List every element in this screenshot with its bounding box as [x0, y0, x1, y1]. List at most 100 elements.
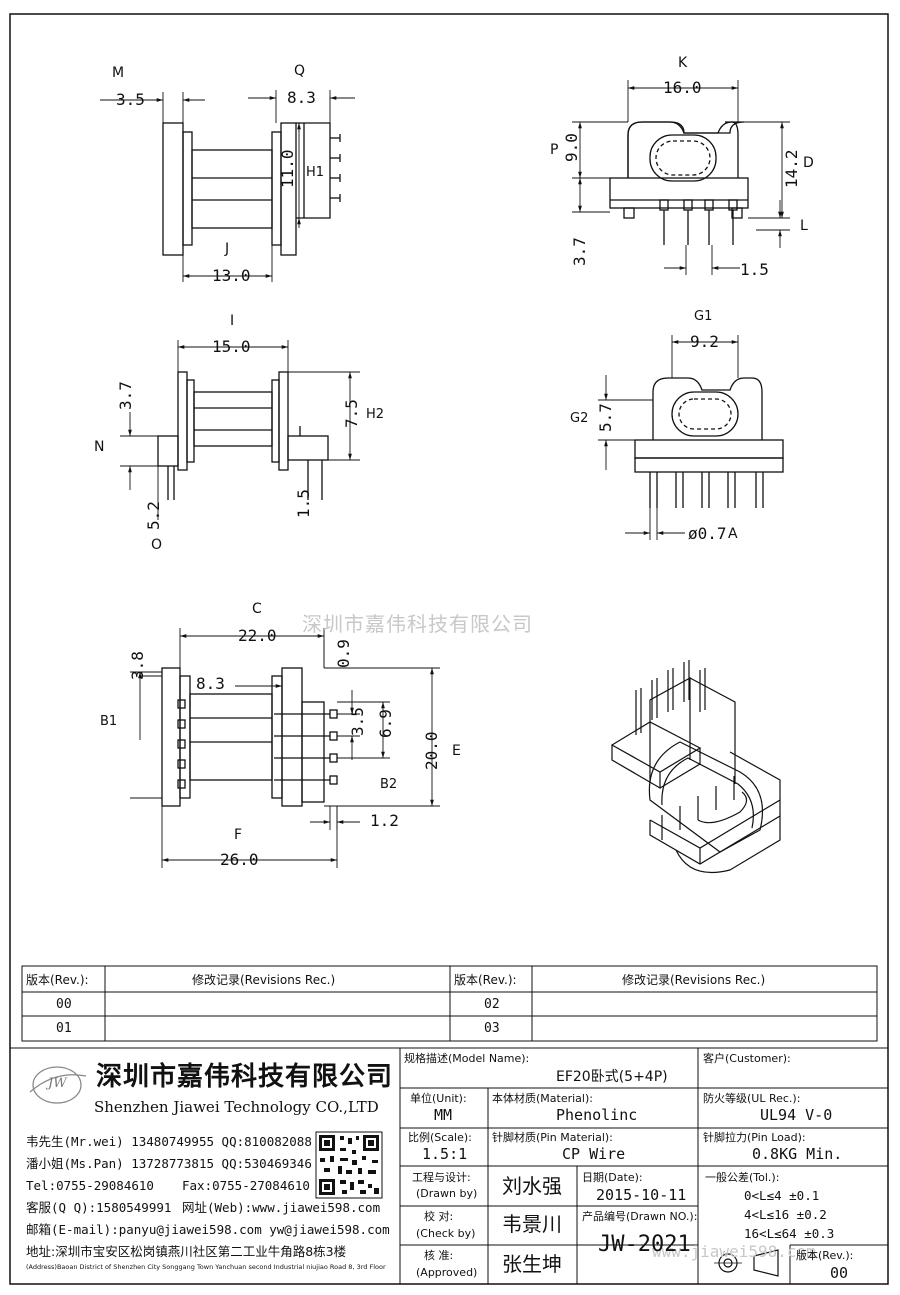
- unit-label: 单位(Unit):: [410, 1092, 467, 1105]
- dim-g2: 5.7: [596, 403, 615, 432]
- rev-02: 02: [484, 997, 500, 1012]
- drawn-value: 刘水强: [502, 1174, 562, 1198]
- model-label: 规格描述(Model Name):: [404, 1052, 530, 1065]
- side-view-middle-left-dims: [120, 340, 360, 520]
- rev-03: 03: [484, 1021, 500, 1036]
- bottom-view-left-dims: [130, 628, 440, 868]
- dim-b2-pin: 1.2: [370, 811, 399, 830]
- tolerance-2: 4<L≤16 ±0.2: [744, 1207, 827, 1222]
- front-view-top-right: [609, 121, 749, 245]
- drawing-no-value: JW-2021: [598, 1232, 691, 1257]
- dim-q: 8.3: [287, 88, 316, 107]
- contact-web: 网址(Web):www.jiawei598.com: [182, 1200, 381, 1215]
- dim-label-f: F: [234, 827, 243, 843]
- dim-l-low: 3.7: [570, 237, 589, 266]
- dim-label-n: N: [94, 439, 105, 455]
- dim-c-gap: 0.9: [334, 639, 353, 668]
- contact-fax: Fax:0755-27084610: [182, 1178, 310, 1193]
- check-label-cn: 校 对:: [424, 1210, 454, 1223]
- bottom-view-left: [161, 667, 338, 807]
- material-value: Phenolinc: [556, 1106, 638, 1124]
- pin-material-label: 针脚材质(Pin Material):: [492, 1131, 613, 1144]
- dim-i-left: 3.7: [116, 381, 135, 410]
- rec-header-right: 修改记录(Revisions Rec.): [622, 973, 766, 987]
- dim-f: 26.0: [220, 850, 259, 869]
- tolerance-3: 16<L≤64 ±0.3: [744, 1226, 835, 1241]
- qr-code-icon: [315, 1131, 383, 1199]
- rev-00: 00: [56, 997, 72, 1012]
- front-view-middle-right-dims: [598, 335, 739, 540]
- projection-symbol-icon: [714, 1249, 779, 1277]
- isometric-view: [610, 660, 781, 874]
- dim-label-b2: B2: [380, 777, 398, 792]
- dim-g1: 9.2: [690, 332, 719, 351]
- drawn-label-cn: 工程与设计:: [412, 1171, 471, 1184]
- rev-header-left: 版本(Rev.):: [26, 973, 89, 987]
- drawn-label-en: (Drawn by): [416, 1187, 478, 1200]
- watermark: 深圳市嘉伟科技有限公司: [302, 612, 533, 636]
- dim-j: 13.0: [212, 266, 251, 285]
- dim-label-l: L: [800, 218, 808, 234]
- dim-b-69: 6.9: [376, 709, 395, 738]
- approved-label-en: (Approved): [416, 1266, 478, 1279]
- rec-header-left: 修改记录(Revisions Rec.): [192, 973, 336, 987]
- dim-label-h2: H2: [366, 407, 385, 422]
- tolerance-1: 0<L≤4 ±0.1: [744, 1188, 820, 1203]
- pin-load-label: 针脚拉力(Pin Load):: [703, 1131, 806, 1144]
- dim-label-q: Q: [294, 63, 306, 79]
- rev-01: 01: [56, 1021, 72, 1036]
- dim-label-o: O: [151, 537, 163, 553]
- rev-label: 版本(Rev.):: [796, 1249, 854, 1262]
- dim-c-top: 3.8: [128, 651, 147, 680]
- contact-wei: 韦先生(Mr.wei) 13480749955 QQ:810082088: [26, 1134, 312, 1149]
- sheet-border: [9, 13, 889, 1285]
- unit-value: MM: [434, 1106, 453, 1124]
- watermark-url: www.jiawei598.com: [652, 1242, 816, 1261]
- check-value: 韦景川: [502, 1212, 562, 1236]
- dim-h1: 11.0: [278, 149, 297, 188]
- material-label: 本体材质(Material):: [492, 1092, 593, 1105]
- side-view-top-left-dims: [100, 90, 355, 282]
- dim-i: 15.0: [212, 337, 251, 356]
- contact-email: 邮箱(E-mail):panyu@jiawei598.com yw@jiawei…: [26, 1222, 390, 1237]
- company-logo-icon: [29, 1066, 87, 1104]
- contact-qq: 客服(Q Q):1580549991: [26, 1200, 172, 1215]
- pin-load-value: 0.8KG Min.: [752, 1145, 843, 1163]
- approved-label-cn: 核 准:: [424, 1249, 454, 1262]
- dim-label-e: E: [452, 743, 461, 759]
- customer-label: 客户(Customer):: [703, 1052, 791, 1065]
- company-name-en: Shenzhen Jiawei Technology CO.,LTD: [94, 1098, 379, 1116]
- logo-text: JW: [48, 1076, 67, 1091]
- check-label-en: (Check by): [416, 1227, 476, 1240]
- address-cn: 地址:深圳市宝安区松岗镇燕川社区第二工业牛角路8栋3楼: [26, 1244, 347, 1259]
- dim-e: 20.0: [422, 731, 441, 770]
- dim-label-g1: G1: [694, 309, 713, 324]
- dim-k: 16.0: [663, 78, 702, 97]
- front-view-middle-right: [634, 377, 784, 508]
- dim-h2-pin: 1.5: [294, 489, 313, 518]
- front-view-top-right-dims: [572, 80, 790, 275]
- dim-label-g2: G2: [570, 411, 589, 426]
- dim-l-pitch: 1.5: [740, 260, 769, 279]
- dim-label-k: K: [678, 55, 688, 71]
- side-view-top-left: [162, 122, 341, 256]
- dim-label-c: C: [252, 601, 262, 617]
- pin-material-value: CP Wire: [562, 1145, 626, 1163]
- dim-m: 3.5: [116, 90, 145, 109]
- dim-label-a: A: [728, 526, 738, 542]
- dim-label-p: P: [550, 142, 559, 158]
- approved-value: 张生坤: [502, 1252, 562, 1276]
- contact-tel: Tel:0755-29084610: [26, 1178, 154, 1193]
- tolerance-label: 一般公差(Tol.):: [705, 1171, 780, 1184]
- dim-c: 22.0: [238, 626, 277, 645]
- dim-b-35: 3.5: [348, 707, 367, 736]
- scale-label: 比例(Scale):: [408, 1131, 472, 1144]
- dim-p: 9.0: [562, 133, 581, 162]
- revision-table-grid: [21, 965, 878, 1042]
- scale-value: 1.5:1: [422, 1145, 468, 1163]
- dim-label-d: D: [803, 155, 814, 171]
- rev-value: 00: [830, 1264, 849, 1282]
- date-value: 2015-10-11: [596, 1186, 687, 1204]
- side-view-middle-left: [157, 371, 329, 500]
